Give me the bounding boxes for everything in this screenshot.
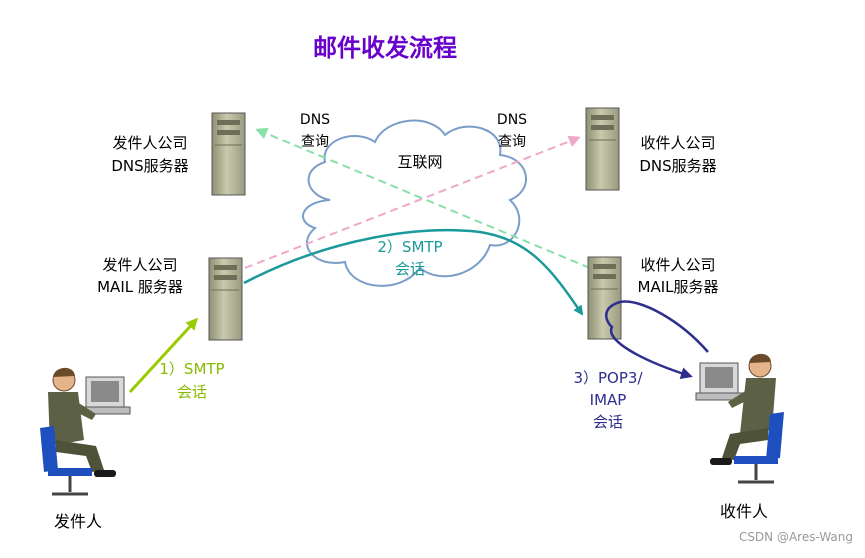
step3-label-line1: 3）POP3/ bbox=[573, 369, 643, 387]
step2-label-line1: 2）SMTP bbox=[377, 238, 442, 256]
smtp-client-to-server-arrow bbox=[128, 317, 199, 394]
receiver-mail-label-line1: 收件人公司 bbox=[640, 256, 715, 274]
receiver-mail-server-icon bbox=[587, 256, 622, 340]
internet-cloud-icon bbox=[302, 119, 527, 287]
cloud-label: 互联网 bbox=[397, 153, 442, 171]
sender-dns-label-line2: DNS服务器 bbox=[111, 157, 188, 175]
sender-dns-label-line1: 发件人公司 bbox=[112, 134, 187, 152]
step2-label-line2: 会话 bbox=[395, 260, 425, 278]
watermark: CSDN @Ares-Wang bbox=[739, 530, 853, 544]
step1-label-line1: 1）SMTP bbox=[159, 360, 224, 378]
smtp-server-to-server-arrow bbox=[243, 229, 584, 316]
sender-person-computer-icon bbox=[40, 367, 131, 496]
dns-query-left-line1: DNS bbox=[300, 112, 330, 128]
receiver-dns-server-icon bbox=[585, 107, 620, 191]
dns-query-right-line1: DNS bbox=[497, 112, 527, 128]
receiver-dns-label-line2: DNS服务器 bbox=[639, 157, 716, 175]
pop3-imap-arrow bbox=[605, 300, 709, 379]
sender-mail-server-icon bbox=[208, 257, 243, 341]
sender-person-label: 发件人 bbox=[54, 512, 102, 531]
step3-label-line3: 会话 bbox=[593, 413, 623, 431]
dns-query-left-line2: 查询 bbox=[301, 134, 329, 150]
step3-label-line2: IMAP bbox=[590, 391, 627, 409]
dns-query-arrow-receiver-to-sender bbox=[255, 127, 591, 269]
receiver-person-computer-icon bbox=[695, 353, 784, 484]
step1-label-line2: 会话 bbox=[177, 383, 207, 401]
sender-mail-label-line1: 发件人公司 bbox=[102, 256, 177, 274]
page-title: 邮件收发流程 bbox=[313, 33, 457, 62]
sender-dns-server-icon bbox=[211, 112, 246, 196]
receiver-dns-label-line1: 收件人公司 bbox=[640, 134, 715, 152]
dns-query-right-line2: 查询 bbox=[498, 134, 526, 150]
receiver-person-label: 收件人 bbox=[720, 502, 768, 521]
dns-query-arrow-sender-to-receiver bbox=[244, 135, 581, 269]
sender-mail-label-line2: MAIL 服务器 bbox=[97, 278, 183, 296]
receiver-mail-label-line2: MAIL服务器 bbox=[638, 278, 719, 296]
